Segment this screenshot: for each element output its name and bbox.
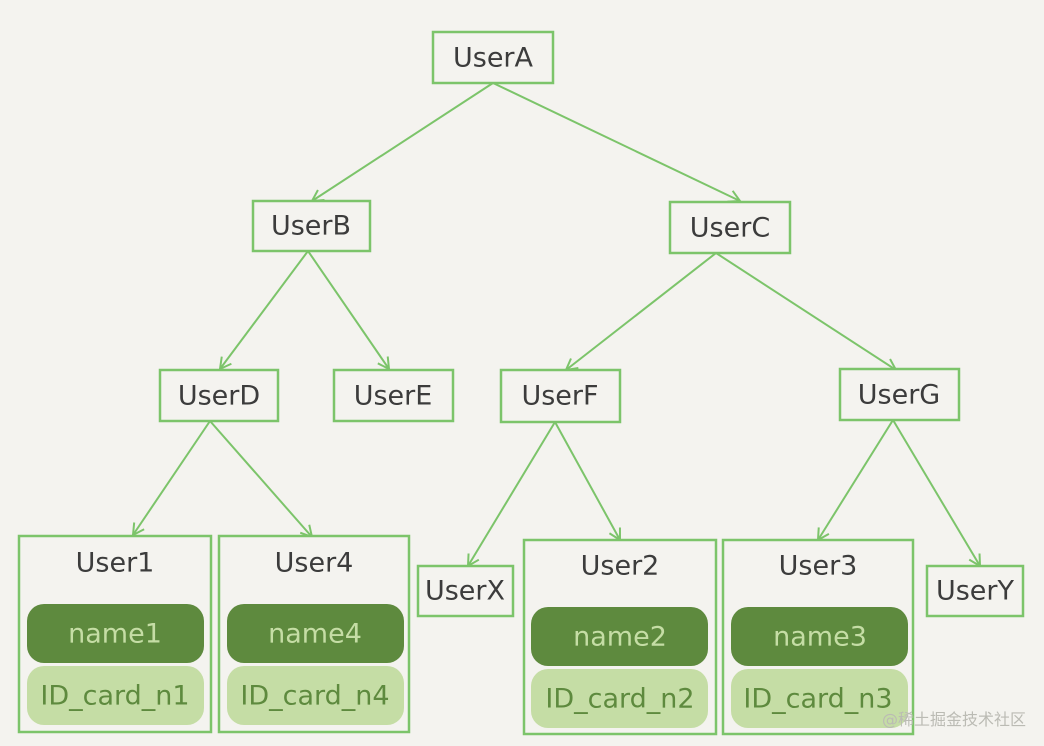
node-box xyxy=(251,199,372,253)
record-user-2: User2 name2 ID_card_n2 xyxy=(522,538,718,736)
node-user-f: UserF xyxy=(499,368,622,424)
record-title: User2 xyxy=(581,551,660,582)
node-label: UserE xyxy=(354,381,433,412)
node-box xyxy=(332,368,455,423)
node-label: UserG xyxy=(858,380,940,411)
edge-c-g xyxy=(715,252,896,370)
edge-g-3 xyxy=(818,419,894,540)
node-box xyxy=(431,30,555,85)
name-text: name2 xyxy=(573,622,667,653)
id-pill xyxy=(27,666,204,725)
node-label: UserC xyxy=(690,213,770,244)
id-text: ID_card_n3 xyxy=(743,684,892,715)
node-user-g: UserG xyxy=(838,367,961,422)
name-pill xyxy=(27,604,204,663)
id-pill xyxy=(531,669,708,728)
edge-f-2 xyxy=(554,421,620,540)
node-label: UserB xyxy=(271,211,351,242)
name-text: name4 xyxy=(268,619,362,650)
record-user-1: User1 name1 ID_card_n1 xyxy=(17,534,213,734)
node-label: UserA xyxy=(453,43,534,74)
node-box xyxy=(925,564,1025,618)
record-title: User4 xyxy=(275,548,354,579)
id-pill xyxy=(731,669,908,728)
edge-a-b xyxy=(312,82,494,201)
node-label: UserD xyxy=(178,381,260,412)
edge-f-x xyxy=(468,421,556,566)
edge-d-1 xyxy=(133,420,211,535)
node-user-x: UserX xyxy=(416,564,515,618)
edge-g-y xyxy=(892,419,980,566)
node-user-c: UserC xyxy=(668,200,792,255)
node-user-d: UserD xyxy=(158,368,280,423)
id-text: ID_card_n4 xyxy=(240,681,389,712)
id-text: ID_card_n1 xyxy=(40,681,189,712)
node-box xyxy=(838,367,961,422)
name-pill xyxy=(227,604,404,663)
edge-b-e xyxy=(307,250,389,369)
node-label: UserY xyxy=(936,576,1015,607)
node-box xyxy=(416,564,515,618)
node-user-e: UserE xyxy=(332,368,455,423)
record-user-4: User4 name4 ID_card_n4 xyxy=(217,534,411,734)
node-label: UserX xyxy=(425,576,505,607)
name-text: name3 xyxy=(773,622,867,653)
node-box xyxy=(499,368,622,424)
name-text: name1 xyxy=(68,619,162,650)
node-user-b: UserB xyxy=(251,199,372,253)
edge-b-d xyxy=(220,250,309,369)
name-pill xyxy=(731,607,908,666)
edge-c-f xyxy=(566,252,717,370)
id-pill xyxy=(227,666,404,725)
node-box xyxy=(668,200,792,255)
record-title: User3 xyxy=(779,551,858,582)
node-user-a: UserA xyxy=(431,30,555,85)
edge-d-4 xyxy=(209,420,312,537)
watermark: @稀土掘金技术社区 xyxy=(881,710,1026,729)
node-box xyxy=(158,368,280,423)
edges xyxy=(133,82,980,566)
node-user-y: UserY xyxy=(925,564,1025,618)
name-pill xyxy=(531,607,708,666)
id-text: ID_card_n2 xyxy=(545,684,694,715)
edge-a-c xyxy=(492,82,740,201)
record-title: User1 xyxy=(76,548,155,579)
record-user-3: User3 name3 ID_card_n3 xyxy=(721,538,915,736)
node-label: UserF xyxy=(521,381,598,412)
